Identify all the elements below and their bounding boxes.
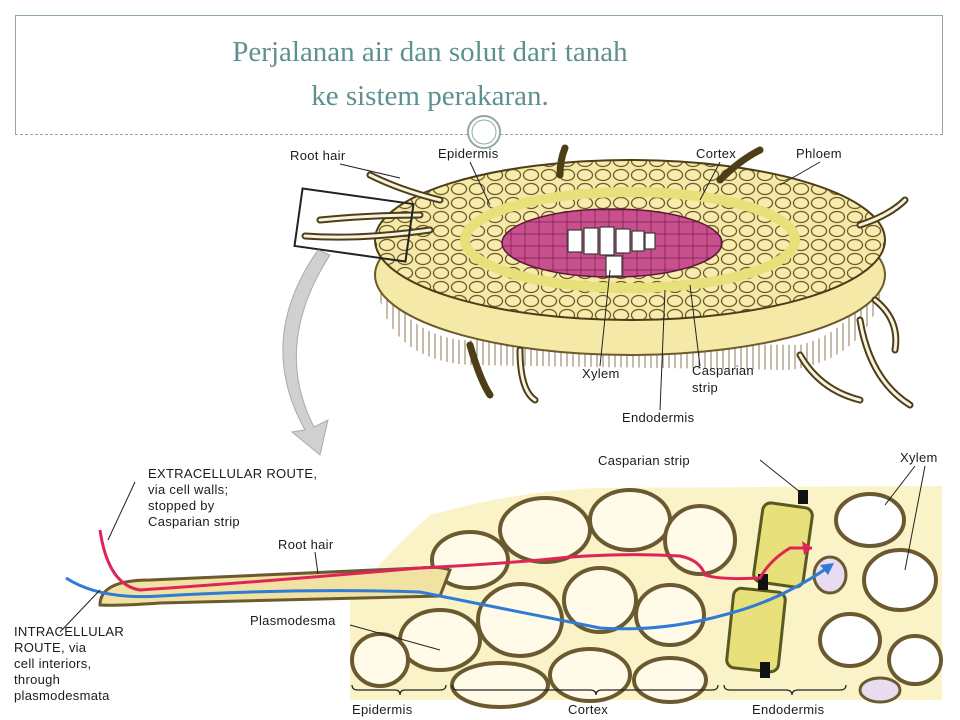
circle-ornament-icon bbox=[467, 115, 501, 149]
label-extracellular-4: Casparian strip bbox=[148, 514, 240, 529]
title-line-2: ke sistem perakaran. bbox=[311, 80, 549, 112]
intracellular-route-arrow bbox=[65, 564, 831, 631]
label-intracellular-2: ROUTE, via bbox=[14, 640, 87, 655]
label-epidermis: Epidermis bbox=[438, 146, 499, 161]
extracellular-route-arrow bbox=[98, 529, 812, 592]
title-frame bbox=[15, 15, 943, 135]
label-casparian-2: strip bbox=[692, 380, 718, 395]
label-cortex: Cortex bbox=[696, 146, 736, 161]
zoom-arrow-icon bbox=[282, 249, 331, 456]
root-cross-section bbox=[374, 159, 886, 370]
label-extracellular-3: stopped by bbox=[148, 498, 215, 513]
root-water-transport-diagram: Root hair Epidermis Cortex Phloem Xylem … bbox=[14, 144, 943, 717]
label-intracellular-4: through bbox=[14, 672, 60, 687]
slide-title: Perjalanan air dan solut dari tanah ke s… bbox=[0, 30, 860, 118]
label-extracellular-2: via cell walls; bbox=[148, 482, 228, 497]
label-phloem: Phloem bbox=[796, 146, 842, 161]
label-intracellular-1: INTRACELLULAR bbox=[14, 624, 124, 639]
label-casparian-1: Casparian bbox=[692, 363, 754, 378]
title-line-1: Perjalanan air dan solut dari tanah bbox=[232, 36, 628, 68]
cellular-detail bbox=[98, 486, 943, 709]
label-root-hair-detail: Root hair bbox=[278, 537, 334, 552]
label-intracellular-3: cell interiors, bbox=[14, 656, 91, 671]
label-region-epidermis: Epidermis bbox=[352, 702, 413, 717]
zoom-box bbox=[293, 187, 415, 263]
label-endodermis: Endodermis bbox=[622, 410, 695, 425]
label-region-endodermis: Endodermis bbox=[752, 702, 825, 717]
label-xylem: Xylem bbox=[582, 366, 620, 381]
label-intracellular-5: plasmodesmata bbox=[14, 688, 110, 703]
label-casparian-strip: Casparian strip bbox=[598, 453, 690, 468]
label-root-hair: Root hair bbox=[290, 148, 346, 163]
label-region-cortex: Cortex bbox=[568, 702, 608, 717]
label-plasmodesma: Plasmodesma bbox=[250, 613, 336, 628]
label-extracellular-1: EXTRACELLULAR ROUTE, bbox=[148, 466, 317, 481]
label-xylem-detail: Xylem bbox=[900, 450, 938, 465]
